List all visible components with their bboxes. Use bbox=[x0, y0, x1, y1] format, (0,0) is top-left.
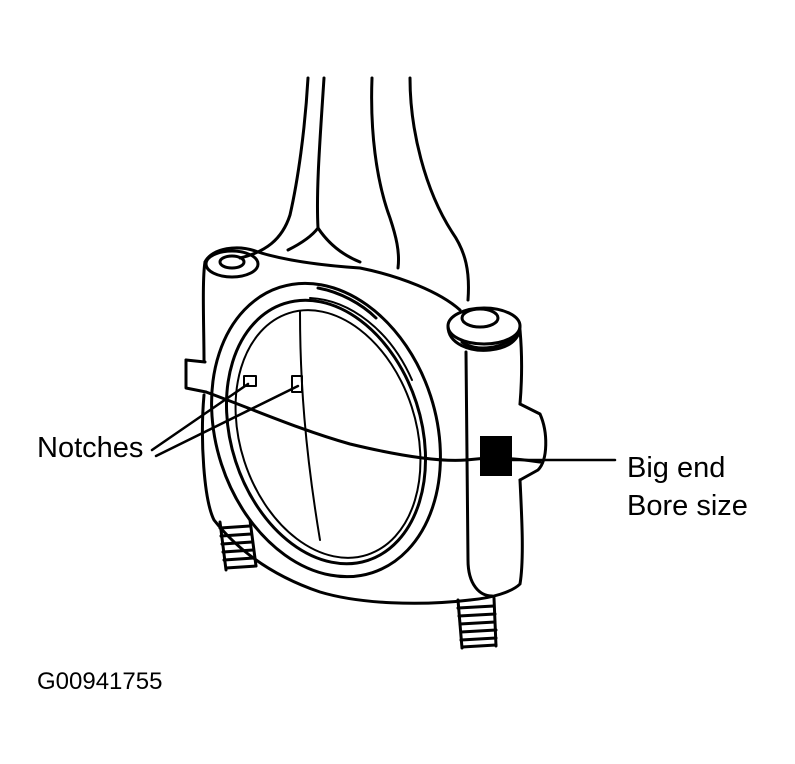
notches bbox=[243, 375, 303, 393]
rod-shank bbox=[238, 76, 470, 302]
big-end-label: Big end bbox=[627, 452, 726, 484]
bolt-thread-right bbox=[456, 596, 498, 650]
notches-leaders bbox=[150, 382, 300, 458]
bore bbox=[210, 281, 442, 579]
bore-size-mark bbox=[480, 436, 512, 476]
notches-label: Notches bbox=[37, 432, 144, 464]
bolt-thread-left bbox=[218, 518, 258, 572]
bolt-bosses bbox=[204, 249, 522, 352]
bore-size-label: Bore size bbox=[627, 490, 748, 522]
figure-id: G00941755 bbox=[37, 668, 163, 695]
